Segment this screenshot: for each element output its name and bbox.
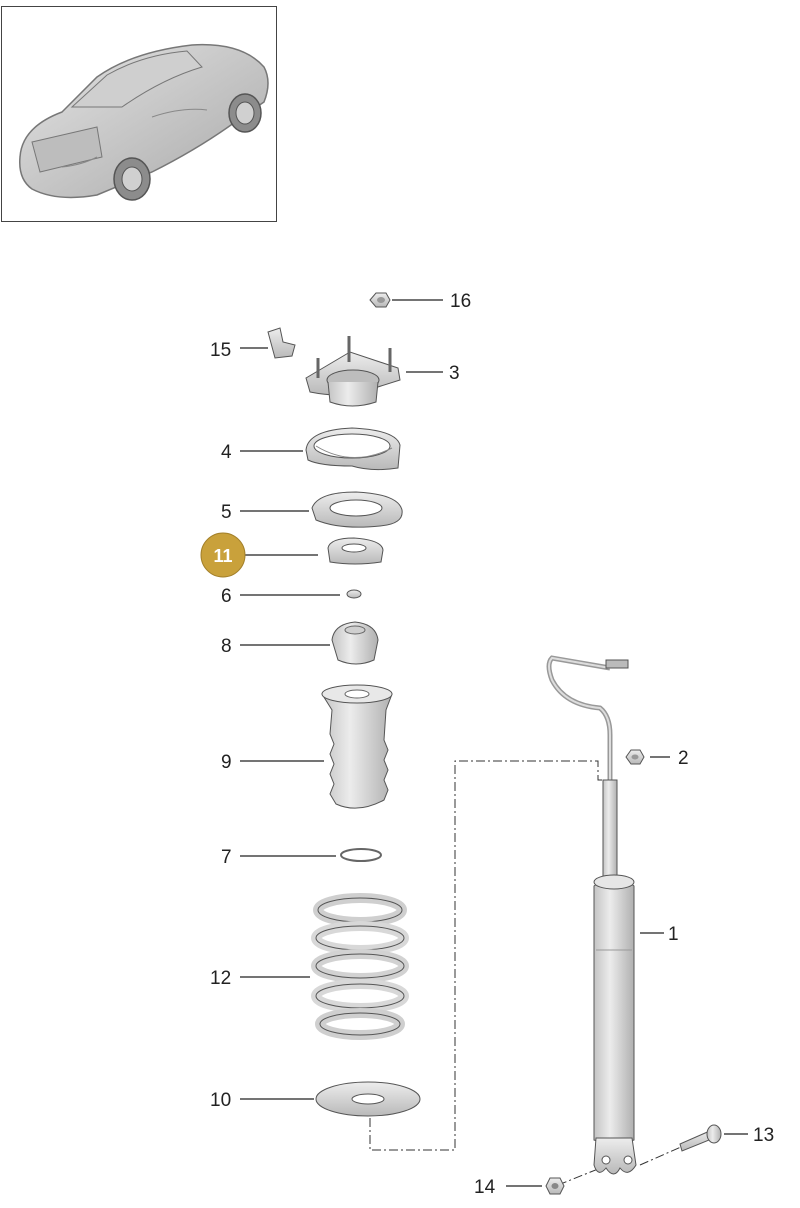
part-2-nut[interactable]: [625, 749, 645, 765]
callout-6[interactable]: 6: [221, 586, 232, 607]
assembly-line: [369, 760, 691, 1186]
callout-5[interactable]: 5: [221, 502, 232, 523]
callout-15[interactable]: 15: [210, 340, 231, 361]
part-16-nut[interactable]: [369, 292, 391, 308]
part-3-top-mount[interactable]: [305, 336, 401, 407]
part-13-bolt[interactable]: [679, 1124, 722, 1152]
callout-12[interactable]: 12: [210, 968, 231, 989]
part-1-shock-absorber[interactable]: [546, 655, 637, 1175]
callout-2[interactable]: 2: [678, 748, 689, 769]
part-14-nut[interactable]: [545, 1177, 565, 1195]
callout-11-highlight[interactable]: 11: [200, 532, 246, 578]
callout-13[interactable]: 13: [753, 1125, 774, 1146]
callout-14[interactable]: 14: [474, 1177, 496, 1198]
part-8-bump-stop[interactable]: [331, 621, 379, 665]
part-5-spring-seat[interactable]: [311, 491, 403, 528]
callout-3[interactable]: 3: [449, 363, 460, 384]
callout-1[interactable]: 1: [668, 924, 679, 945]
part-6-washer[interactable]: [346, 589, 362, 599]
callout-16[interactable]: 16: [450, 291, 471, 312]
part-9-dust-boot[interactable]: [321, 684, 393, 809]
callout-8[interactable]: 8: [221, 636, 232, 657]
callout-7[interactable]: 7: [221, 847, 232, 868]
callout-4[interactable]: 4: [221, 442, 232, 463]
part-7-o-ring[interactable]: [340, 848, 382, 862]
vehicle-thumbnail: [1, 6, 277, 222]
highlight-badge: [200, 532, 246, 578]
callout-11: 11: [213, 546, 232, 566]
leader-lines: [240, 299, 748, 1187]
callout-labels: 16 15 3 4 5 11 6 8 9 2 7 1 12 10 13 14: [200, 291, 774, 1198]
part-4-ring[interactable]: [305, 427, 401, 471]
part-12-coil-spring[interactable]: [311, 893, 409, 1040]
part-11-pad[interactable]: [327, 537, 384, 565]
callout-10[interactable]: 10: [210, 1090, 231, 1111]
callout-9[interactable]: 9: [221, 752, 232, 773]
car-illustration: [19, 43, 269, 201]
part-15-clip[interactable]: [267, 327, 296, 359]
part-10-washer[interactable]: [315, 1081, 421, 1117]
